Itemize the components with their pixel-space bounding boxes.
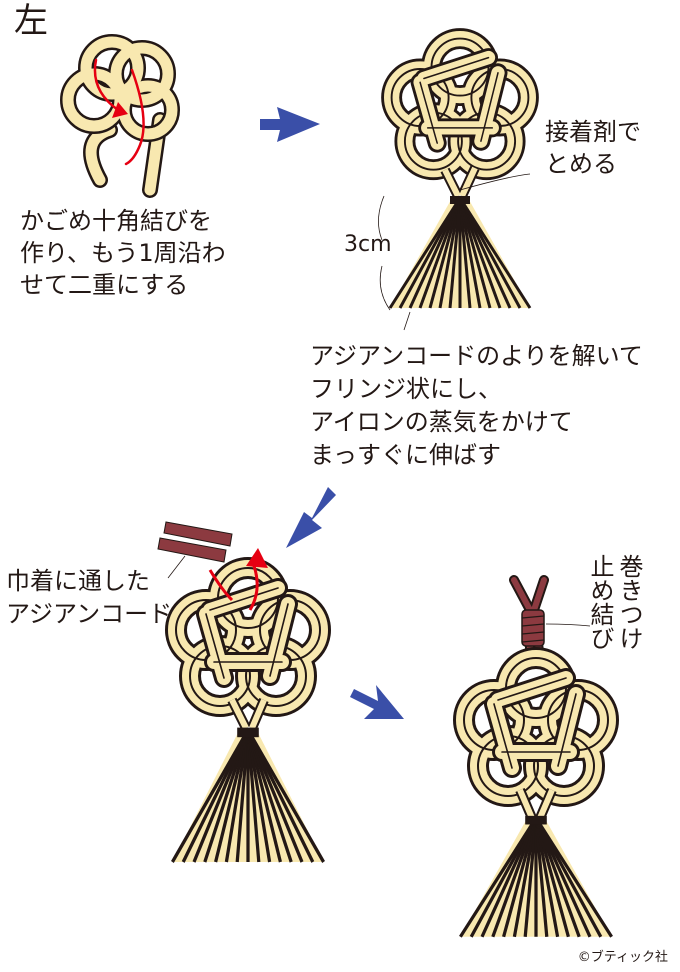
step2-line-3: アイロンの蒸気をかけて xyxy=(310,408,573,436)
step4-knot-illustration xyxy=(464,658,608,796)
cord-leader-line xyxy=(167,555,186,579)
step2-line-2: フリンジ状にし、 xyxy=(310,375,502,403)
heading-left: 左 xyxy=(14,1,48,41)
step3-knot-illustration xyxy=(176,568,320,706)
step1-instruction: かごめ十角結びを 作り、もう1周沿わ せて二重にする xyxy=(20,205,226,301)
red-arrowhead-up-icon xyxy=(246,548,268,568)
arrow-down-left-icon xyxy=(286,487,336,548)
step2-tassel-illustration xyxy=(388,165,532,310)
glue-leader-line xyxy=(459,173,531,191)
step1-line-1: かごめ十角結びを xyxy=(20,207,212,235)
asian-cord-illustration xyxy=(157,521,233,563)
step2-knot-illustration xyxy=(392,39,529,170)
cord-label: 巾着に通した アジアンコード xyxy=(6,565,172,631)
dimension-bracket xyxy=(378,195,391,311)
instruction-leader-line xyxy=(403,311,411,331)
step2-instruction: アジアンコードのよりを解いて フリンジ状にし、 アイロンの蒸気をかけて まっすぐ… xyxy=(310,340,643,472)
step1-knot-illustration xyxy=(60,34,180,198)
red-arrowhead-icon xyxy=(112,102,128,118)
dimension-label: 3cm xyxy=(344,232,392,257)
step3-tassel-illustration xyxy=(170,697,326,864)
step1-line-3: せて二重にする xyxy=(20,271,189,299)
glue-label-line-1: 接着剤で xyxy=(545,118,641,146)
glue-label: 接着剤で とめる xyxy=(545,116,641,180)
step2-line-1: アジアンコードのよりを解いて xyxy=(310,342,643,370)
glue-label-line-2: とめる xyxy=(545,150,617,178)
copyright-credit: ©ブティック社 xyxy=(577,950,668,965)
arrow-down-right-icon xyxy=(350,685,404,719)
knot-label-column-2: 止め結び xyxy=(586,554,614,650)
step4-tassel-illustration xyxy=(458,788,614,939)
cord-label-line-1: 巾着に通した xyxy=(6,567,150,595)
cord-label-line-2: アジアンコード xyxy=(6,600,173,628)
knot-leader-line xyxy=(545,623,591,627)
step2-line-4: まっすぐに伸ばす xyxy=(310,441,502,469)
red-threading-path xyxy=(208,565,259,611)
knot-label-column-1: 巻きつけ xyxy=(615,554,643,650)
step4-cord-loop xyxy=(509,575,549,665)
arrow-right-icon xyxy=(260,107,320,142)
step1-line-2: 作り、もう1周沿わ xyxy=(20,239,226,267)
